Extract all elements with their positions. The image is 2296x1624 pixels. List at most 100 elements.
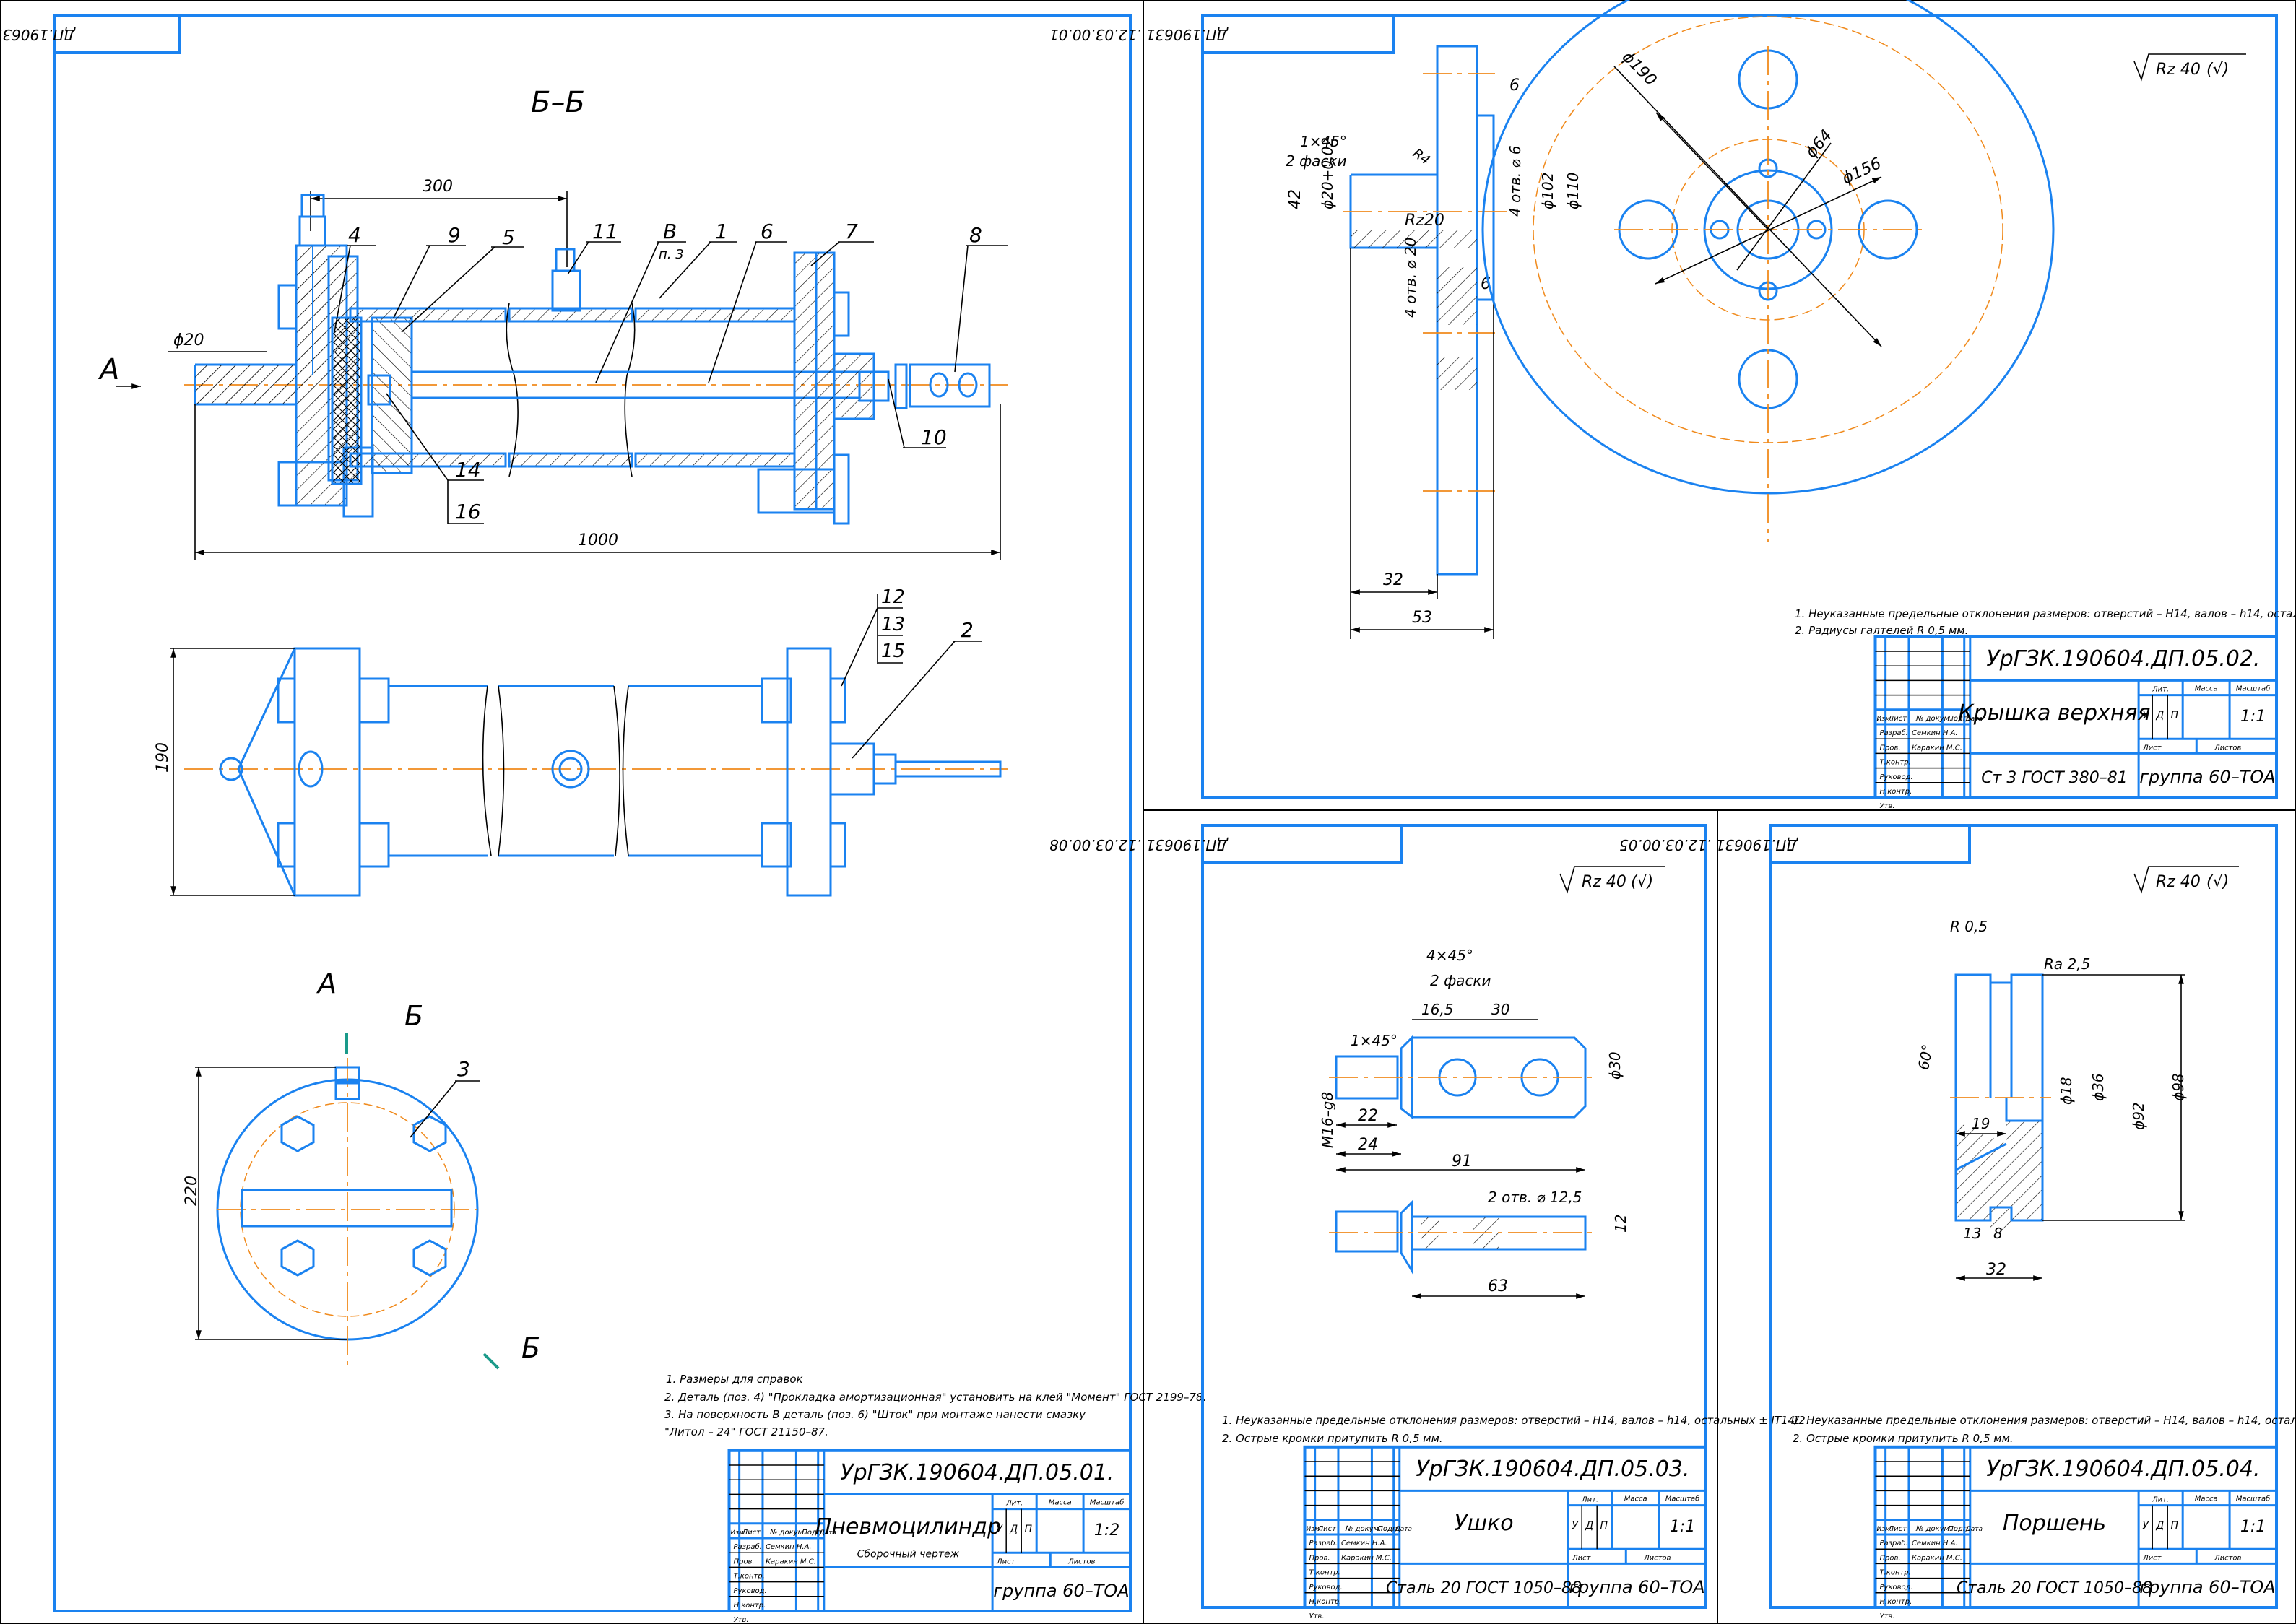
group-label: группа 60–ТОА — [993, 1581, 1129, 1601]
dim-phi156: ϕ156 — [1840, 155, 1884, 188]
svg-text:8: 8 — [969, 223, 982, 247]
svg-text:1: 1 — [715, 220, 728, 243]
label-date: Дата — [1395, 1526, 1412, 1533]
callout-v: Вп. 3 — [595, 220, 686, 383]
svg-text:Rz 40: Rz 40 — [2156, 61, 2201, 79]
callout-2: 2 — [852, 618, 982, 759]
stamp-text: ДП.190631 .12.03.00.00.СБ — [0, 26, 76, 43]
label-scale: Масштаб — [1090, 1498, 1125, 1507]
label-sheets: Листов — [2214, 1554, 2241, 1562]
piston-section: R 0,5 Ra 2,5 60° ϕ18 ϕ36 ϕ92 ϕ98 19 13 8… — [1915, 918, 2187, 1281]
technical-notes: 1. Размеры для справок 2. Деталь (поз. 4… — [664, 1373, 1206, 1438]
label-mass: Масса — [1624, 1495, 1647, 1503]
lit-u: У — [1572, 1520, 1579, 1532]
part-name: Ушко — [1454, 1511, 1513, 1536]
svg-text:Rz 40: Rz 40 — [2156, 873, 2201, 891]
doc-code: УрГЗК.190604.ДП.05.02. — [1986, 646, 2260, 672]
technical-notes: 1. Неуказанные предельные отклонения раз… — [1793, 1414, 2296, 1445]
lit-p: П — [1024, 1524, 1032, 1535]
developer-name: Семкин Н.А. — [766, 1543, 812, 1551]
scale-value: 1:2 — [1094, 1521, 1119, 1540]
svg-text:15: 15 — [881, 641, 905, 662]
svg-text:11: 11 — [592, 220, 618, 243]
label-sign: Подп. — [1948, 1525, 1970, 1533]
section-view: 300 — [98, 178, 1008, 560]
svg-text:12: 12 — [1612, 1215, 1629, 1233]
row-label: Н.контр. — [734, 1602, 766, 1610]
section-label: Б–Б — [531, 86, 585, 119]
label-scale: Масштаб — [1665, 1495, 1700, 1503]
lit-d: Д — [2155, 710, 2164, 721]
stamp-text: ДП.190631 .12.03.00.01 — [1049, 26, 1229, 43]
checker-name: Каракин М.С. — [1341, 1554, 1392, 1562]
row-label: Разраб. — [1880, 729, 1908, 737]
row-label: Т.контр. — [1880, 1569, 1911, 1577]
view-a: А Б Б 220 3 — [183, 968, 540, 1370]
label-sheet: Лист — [2142, 744, 2162, 752]
dim-r4: R4 — [1410, 146, 1433, 168]
svg-text:1×45°: 1×45° — [1351, 1032, 1398, 1049]
label-sheets: Листов — [1067, 1558, 1095, 1566]
label-list: Лист — [1888, 1525, 1908, 1533]
lit-p: П — [2170, 710, 2178, 721]
svg-text:14: 14 — [455, 458, 481, 482]
view-a-label: А — [316, 968, 337, 999]
label-sheets: Листов — [1643, 1554, 1671, 1562]
dim-phi110: ϕ110 — [1564, 173, 1582, 209]
svg-text:ϕ92: ϕ92 — [2130, 1102, 2147, 1130]
label-doc-no: № докум. — [1915, 1525, 1951, 1533]
callout-4: 4 — [334, 223, 376, 333]
lit-d: Д — [1585, 1520, 1593, 1532]
callout-9: 9 — [393, 223, 466, 318]
lit-d: Д — [1009, 1524, 1018, 1535]
svg-text:5: 5 — [502, 225, 515, 249]
note-1: 1. Размеры для справок — [666, 1373, 803, 1386]
label-sign: Подп. — [802, 1529, 823, 1537]
note-3: 3. На поверхность В деталь (поз. 6) "Што… — [664, 1408, 1086, 1421]
roughness-rz20: Rz20 — [1405, 212, 1444, 230]
svg-text:1. Неуказанные предельные откл: 1. Неуказанные предельные отклонения раз… — [1222, 1414, 1806, 1427]
label-sign: Подп. — [1948, 715, 1970, 723]
svg-text:13: 13 — [1963, 1225, 1981, 1242]
callout-5: 5 — [401, 225, 524, 333]
svg-text:32: 32 — [1986, 1261, 2006, 1279]
row-label: Пров. — [1309, 1554, 1330, 1562]
callout-11: 11 — [567, 220, 621, 275]
label-sheets: Листов — [2214, 744, 2241, 752]
roughness-mark: Rz 40 (√) — [2133, 53, 2246, 82]
roughness-mark: Rz 40 (√) — [1559, 866, 1665, 894]
svg-text:9: 9 — [448, 223, 461, 247]
callout-1: 1 — [659, 220, 737, 299]
label-lit: Лит. — [1581, 1496, 1598, 1504]
developer-name: Семкин Н.А. — [1912, 1540, 1958, 1547]
svg-text:8: 8 — [1993, 1225, 2003, 1242]
lit-u: У — [2142, 1520, 2149, 1532]
dim-phi102: ϕ102 — [1539, 173, 1556, 209]
label-scale: Масштаб — [2236, 1495, 2271, 1503]
stamp-text: ДП.190631 .12.03.00.05 — [1619, 836, 1798, 854]
row-label: Руковод. — [734, 1587, 767, 1595]
label-date: Дата — [1965, 716, 1983, 723]
row-label: Руковод. — [1880, 773, 1913, 781]
svg-text:24: 24 — [1358, 1136, 1378, 1154]
part-name: Крышка верхняя — [1958, 700, 2150, 726]
cover-section: 32 53 6 6 1×45° 2 фаски R4 42 ϕ20+0,02 R… — [1286, 45, 1582, 639]
svg-text:1. Неуказанные предельные откл: 1. Неуказанные предельные отклонения раз… — [1795, 607, 2296, 620]
row-label: Руковод. — [1880, 1584, 1913, 1592]
row-label: Руковод. — [1309, 1584, 1343, 1592]
svg-text:2. Острые кромки притупить R 0: 2. Острые кромки притупить R 0,5 мм. — [1793, 1432, 2014, 1445]
dim-phi20: ϕ20 — [173, 331, 204, 349]
label-mass: Масса — [2195, 1495, 2218, 1503]
svg-text:10: 10 — [921, 425, 947, 449]
dim-phi64: ϕ64 — [1802, 126, 1835, 162]
svg-text:63: 63 — [1488, 1277, 1508, 1295]
callout-7: 7 — [810, 220, 874, 266]
